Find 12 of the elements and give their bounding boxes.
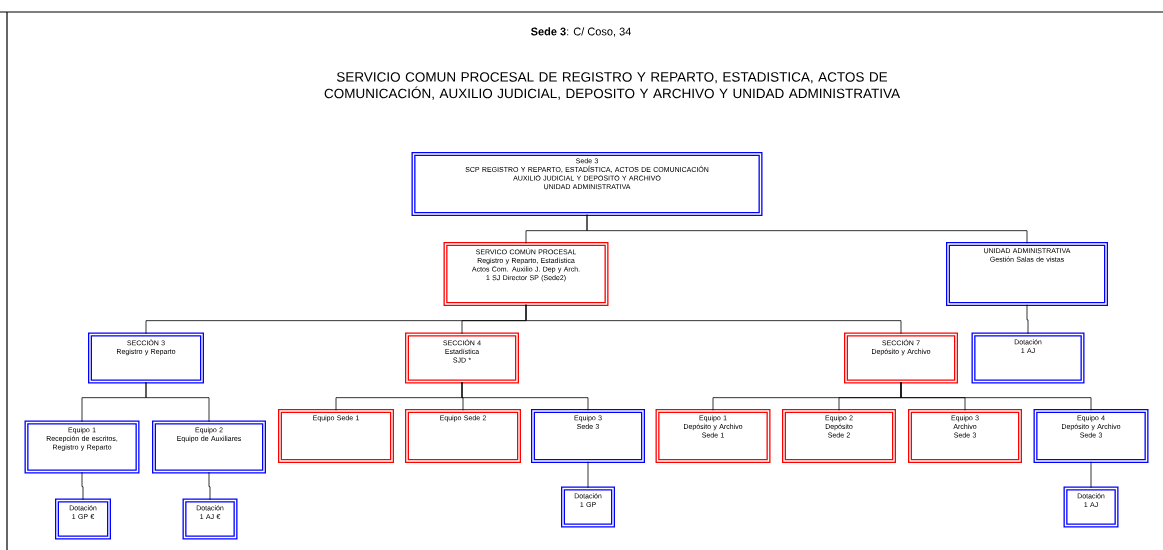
connector-line bbox=[145, 381, 210, 423]
heading: SERVICIO COMUN PROCESAL DE REGISTRO Y REPARTO, ESTADISTICA, ACTOS DE COMUNICACIÓN, AUXILIO JUDICIAL, DEPOSITO Y ARCHIVO Y UNIDAD ADMINISTRATIVA bbox=[324, 72, 900, 100]
connector-line bbox=[461, 381, 589, 411]
connector-line bbox=[1090, 461, 1092, 489]
subheading: Sede 3: C/ Coso, 34 bbox=[531, 27, 631, 37]
connector-line bbox=[525, 304, 902, 335]
connector-line bbox=[586, 214, 1028, 244]
connector-line bbox=[81, 471, 84, 501]
connector-line bbox=[1026, 304, 1029, 335]
connector-line bbox=[900, 381, 1092, 411]
connector-line bbox=[587, 461, 589, 489]
connector-line bbox=[208, 471, 211, 501]
